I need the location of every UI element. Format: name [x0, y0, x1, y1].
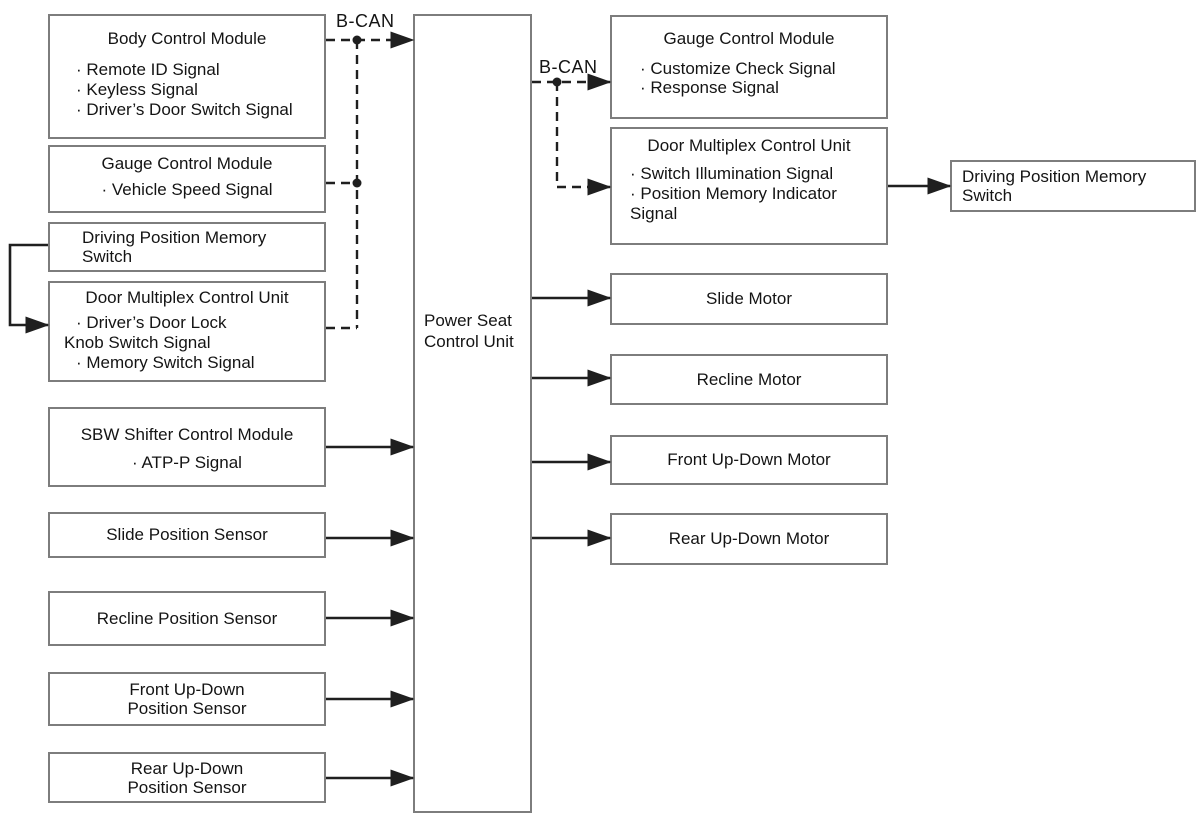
- box-signal-list: · Customize Check Signal· Response Signa…: [612, 59, 886, 97]
- box-door-multiplex-control-unit-left: Door Multiplex Control Unit · Driver’s D…: [48, 281, 326, 382]
- box-title: SBW Shifter Control Module: [80, 425, 294, 444]
- box-driving-position-memory-switch-left: Driving Position Memory Switch: [48, 222, 326, 272]
- box-title: Rear Up-Down Position Sensor: [127, 758, 247, 797]
- box-title: Power Seat Control Unit: [424, 311, 514, 351]
- box-gauge-control-module-right: Gauge Control Module · Customize Check S…: [610, 15, 888, 119]
- box-title: Gauge Control Module: [663, 29, 835, 48]
- signal-line: · Switch Illumination Signal: [630, 164, 834, 183]
- box-title: Rear Up-Down Motor: [668, 529, 830, 548]
- junction-dot: [352, 178, 362, 188]
- box-title: Slide Position Sensor: [106, 525, 268, 544]
- box-title: Driving Position Memory Switch: [962, 167, 1147, 205]
- box-title: Recline Motor: [696, 369, 802, 389]
- signal-line: · Remote ID Signal: [76, 60, 220, 79]
- bcan-label-right: B-CAN: [539, 57, 598, 77]
- box-signal-list: · Remote ID Signal· Keyless Signal· Driv…: [50, 60, 324, 120]
- signal-line: · ATP-P Signal: [132, 453, 242, 472]
- signal-line: Signal: [630, 204, 678, 223]
- signal-line: · Response Signal: [640, 78, 779, 97]
- box-title: Door Multiplex Control Unit: [647, 136, 851, 155]
- junction-dot: [352, 35, 362, 45]
- signal-line: · Driver’s Door Switch Signal: [76, 100, 293, 119]
- signal-line: · Memory Switch Signal: [76, 353, 255, 372]
- box-slide-position-sensor: Slide Position Sensor: [48, 512, 326, 558]
- signal-line: · Vehicle Speed Signal: [101, 180, 273, 199]
- box-title: Door Multiplex Control Unit: [85, 288, 289, 307]
- box-sbw-shifter-control-module: SBW Shifter Control Module · ATP-P Signa…: [48, 407, 326, 487]
- box-driving-position-memory-switch-right: Driving Position Memory Switch: [950, 160, 1196, 212]
- elbow-dpms-to-doormux: [8, 243, 50, 334]
- box-door-multiplex-control-unit-right: Door Multiplex Control Unit · Switch Ill…: [610, 127, 888, 245]
- bcan-bus-left: [326, 31, 415, 330]
- box-title: Slide Motor: [706, 289, 792, 308]
- box-front-up-down-position-sensor: Front Up-Down Position Sensor: [48, 672, 326, 726]
- box-signal-list: · ATP-P Signal: [50, 453, 324, 473]
- box-rear-up-down-motor: Rear Up-Down Motor: [610, 513, 888, 565]
- box-title: Recline Position Sensor: [96, 608, 278, 628]
- box-title: Body Control Module: [107, 29, 267, 48]
- signal-line: · Driver’s Door Lock: [76, 313, 227, 332]
- box-power-seat-control-unit: Power Seat Control Unit: [413, 14, 532, 813]
- signal-line: Knob Switch Signal: [64, 333, 211, 352]
- signal-line: · Customize Check Signal: [640, 59, 836, 78]
- signal-line: · Position Memory Indicator: [630, 184, 837, 203]
- box-title: Front Up-Down Position Sensor: [127, 680, 247, 718]
- box-recline-position-sensor: Recline Position Sensor: [48, 591, 326, 646]
- box-title: Gauge Control Module: [101, 154, 273, 173]
- box-title: Driving Position Memory Switch: [82, 228, 267, 266]
- box-signal-list: · Vehicle Speed Signal: [50, 180, 324, 200]
- bcan-bus-right: [532, 73, 612, 196]
- box-recline-motor: Recline Motor: [610, 354, 888, 405]
- box-front-up-down-motor: Front Up-Down Motor: [610, 435, 888, 485]
- box-gauge-control-module-left: Gauge Control Module · Vehicle Speed Sig…: [48, 145, 326, 213]
- box-slide-motor: Slide Motor: [610, 273, 888, 325]
- box-rear-up-down-position-sensor: Rear Up-Down Position Sensor: [48, 752, 326, 803]
- box-title: Front Up-Down Motor: [667, 450, 831, 469]
- box-body-control-module: Body Control Module · Remote ID Signal· …: [48, 14, 326, 139]
- junction-dot: [552, 77, 562, 87]
- bcan-label-left: B-CAN: [336, 11, 395, 31]
- box-signal-list: · Switch Illumination Signal· Position M…: [612, 164, 886, 224]
- signal-line: · Keyless Signal: [76, 80, 198, 99]
- solid-input-arrows: [326, 438, 415, 787]
